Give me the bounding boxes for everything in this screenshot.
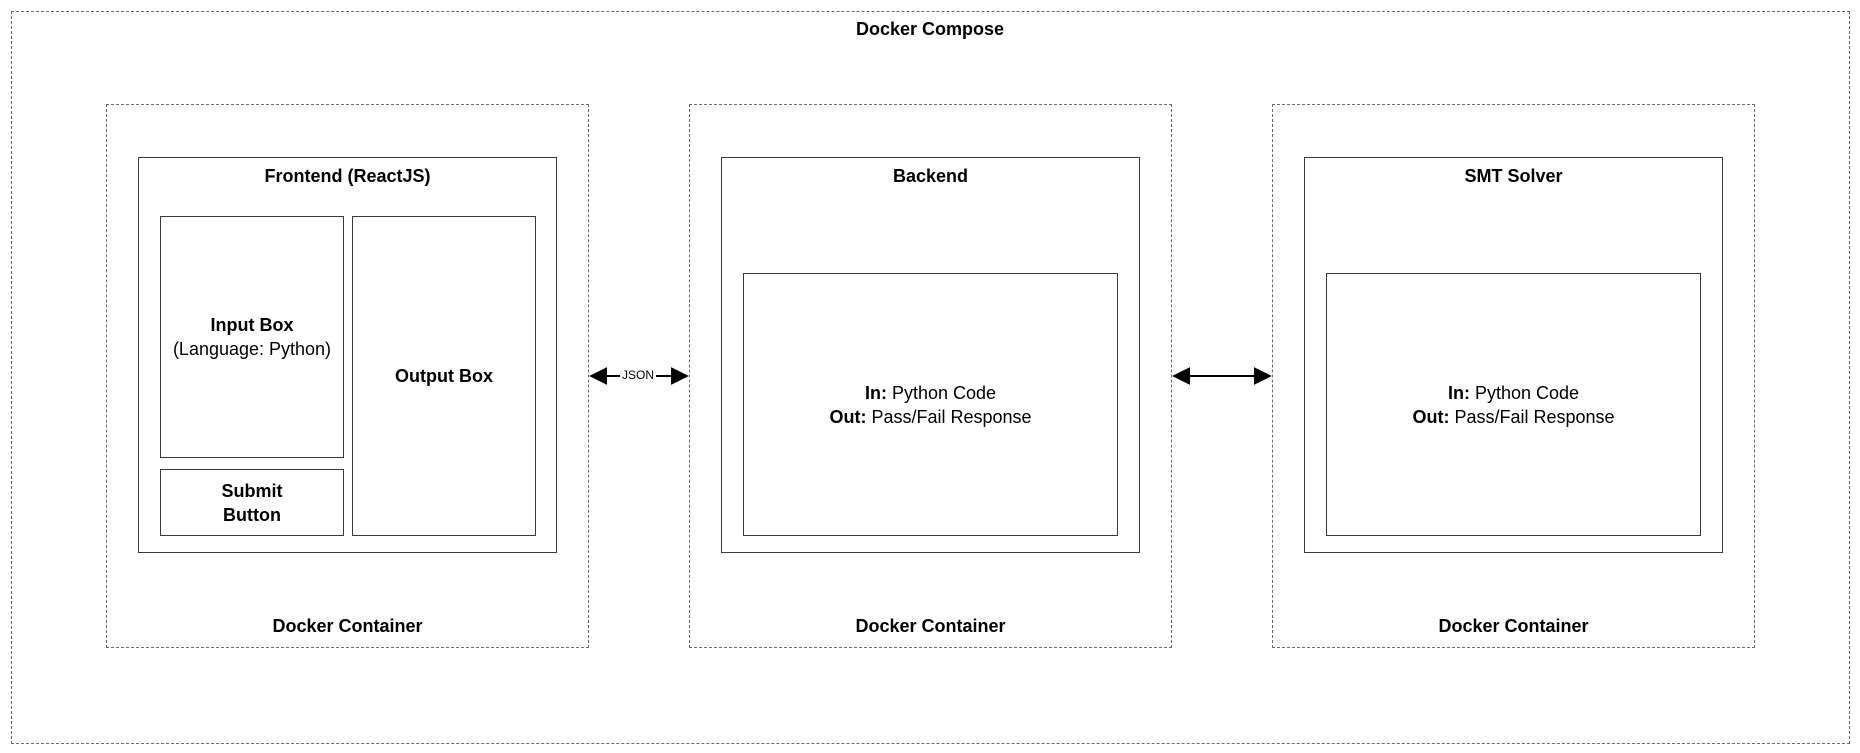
frontend-title: Frontend (ReactJS) (264, 166, 431, 186)
input-box[interactable]: Input Box (Language: Python) (160, 216, 344, 458)
smt-solver-container-footer: Docker Container (1438, 616, 1589, 636)
input-box-title: Input Box (210, 315, 294, 335)
backend-in-label: In: (864, 382, 887, 403)
smt-solver-io-box: In: Python Code Out: Pass/Fail Response (1326, 273, 1701, 536)
backend-out-value: Pass/Fail Response (871, 406, 1032, 427)
smt-out-label: Out: (1412, 406, 1450, 427)
docker-container-backend (689, 104, 1172, 648)
backend-io-box: In: Python Code Out: Pass/Fail Response (743, 273, 1118, 536)
smt-in-value: Python Code (1474, 382, 1580, 403)
docker-container-frontend (106, 104, 589, 648)
backend-in-value: Python Code (891, 382, 997, 403)
smt-solver-service (1304, 157, 1723, 553)
smt-out-value: Pass/Fail Response (1454, 406, 1615, 427)
smt-io-in: In: Python Code (1448, 381, 1579, 405)
backend-container-footer: Docker Container (855, 616, 1006, 636)
submit-button-line2: Button (223, 504, 281, 525)
docker-compose-title: Docker Compose (855, 19, 1005, 39)
output-box: Output Box (352, 216, 536, 536)
output-box-title: Output Box (395, 366, 493, 386)
backend-io-in: In: Python Code (865, 381, 996, 405)
backend-title: Backend (892, 166, 969, 186)
docker-compose-boundary (11, 11, 1850, 744)
smt-solver-title: SMT Solver (1464, 166, 1563, 186)
frontend-container-footer: Docker Container (272, 616, 423, 636)
backend-service (721, 157, 1140, 553)
backend-out-label: Out: (829, 406, 867, 427)
smt-io-out: Out: Pass/Fail Response (1412, 405, 1614, 429)
frontend-service (138, 157, 557, 553)
input-box-subtitle: (Language: Python) (172, 339, 332, 359)
backend-io-out: Out: Pass/Fail Response (829, 405, 1031, 429)
smt-in-label: In: (1447, 382, 1470, 403)
submit-button-line1: Submit (221, 480, 283, 501)
submit-button[interactable]: Submit Button (160, 469, 344, 536)
json-connector-label: JSON (620, 368, 657, 382)
docker-container-smt-solver (1272, 104, 1755, 648)
